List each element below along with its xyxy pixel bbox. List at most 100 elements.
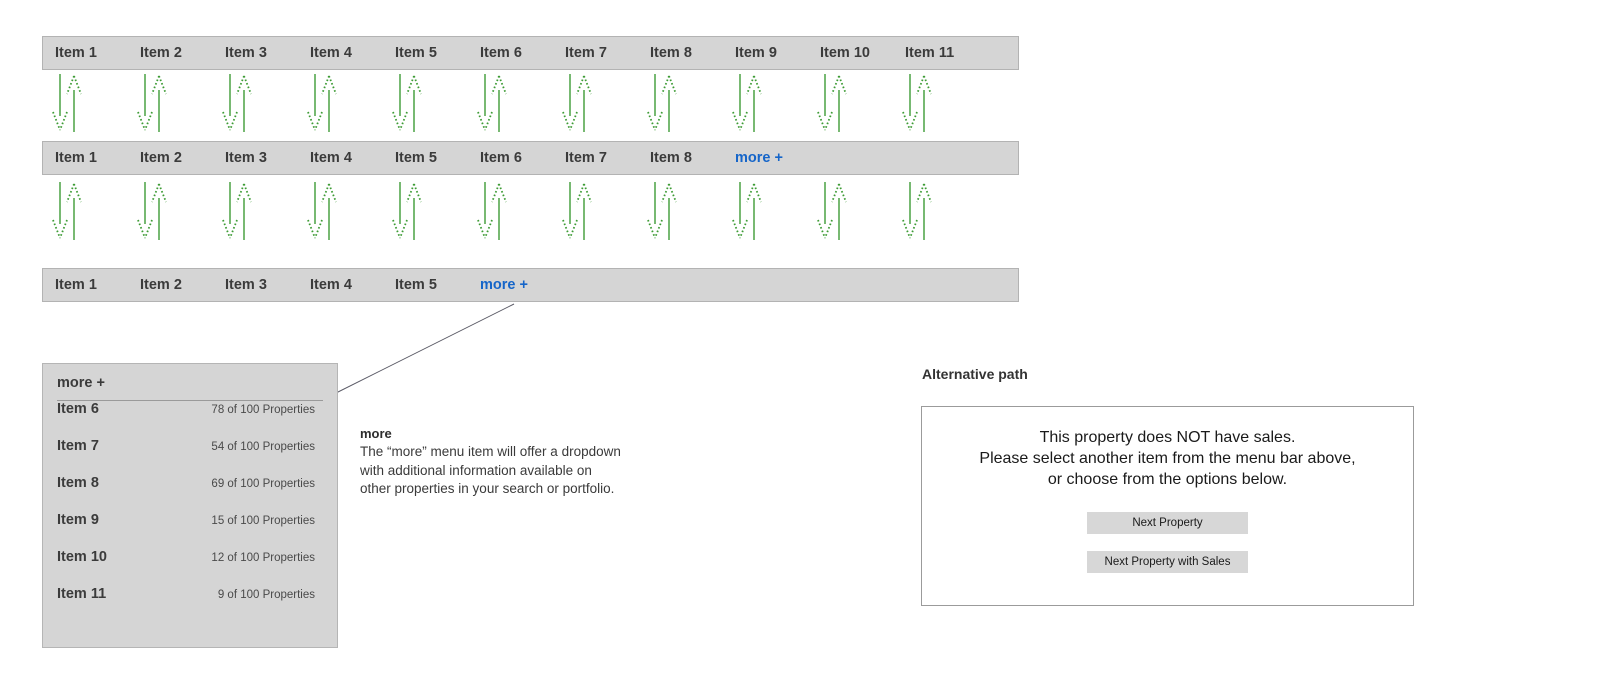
dropdown-item-row[interactable]: Item 10 12 of 100 Properties [43,549,337,586]
sort-icon-cell [552,72,637,138]
sort-icon-cell [382,72,467,138]
sort-icon-cell [637,72,722,138]
sort-icon-cell [127,72,212,138]
menu-item-item-3[interactable]: Item 3 [225,150,267,166]
menu-item-item-5[interactable]: Item 5 [395,150,437,166]
sort-ascending-descending-icon [52,74,82,132]
sort-ascending-descending-icon [137,182,167,240]
sort-icon-cell [892,72,977,138]
menu-item-item-4[interactable]: Item 4 [310,277,352,293]
sort-ascending-descending-icon [392,74,422,132]
sort-ascending-descending-icon [477,74,507,132]
sort-ascending-descending-icon [647,74,677,132]
menu-item-item-3[interactable]: Item 3 [225,277,267,293]
sort-icon-cell [637,180,722,258]
menu-item-item-9[interactable]: Item 9 [735,45,777,61]
sort-ascending-descending-icon [732,74,762,132]
dropdown-item-label: Item 6 [57,401,99,417]
menu-item-item-1[interactable]: Item 1 [55,45,97,61]
sort-icon-cell [212,72,297,138]
menu-item-item-6[interactable]: Item 6 [480,45,522,61]
sort-icon-cell [297,180,382,258]
sort-ascending-descending-icon [732,182,762,240]
dropdown-item-label: Item 7 [57,438,99,454]
menu-item-item-4[interactable]: Item 4 [310,45,352,61]
sort-icon-cell [722,72,807,138]
dropdown-item-count: 15 of 100 Properties [211,515,315,527]
menu-item-item-2[interactable]: Item 2 [140,277,182,293]
dropdown-item-row[interactable]: Item 7 54 of 100 Properties [43,438,337,475]
sort-icon-cell [127,180,212,258]
sort-ascending-descending-icon [392,182,422,240]
dropdown-item-count: 12 of 100 Properties [211,552,315,564]
menu-item-item-11[interactable]: Item 11 [905,45,955,61]
next-property-with-sales-button[interactable]: Next Property with Sales [1087,551,1248,573]
dropdown-item-label: Item 9 [57,512,99,528]
sort-icon-cell [807,180,892,258]
menu-item-more[interactable]: more + [480,277,528,293]
dropdown-divider [57,400,323,401]
menu-item-item-3[interactable]: Item 3 [225,45,267,61]
sort-icon-cell [552,180,637,258]
sort-ascending-descending-icon [647,182,677,240]
sort-ascending-descending-icon [52,182,82,240]
sort-icon-cell [297,72,382,138]
annotation-title: more [360,426,392,441]
dropdown-item-count: 9 of 100 Properties [217,589,315,601]
menu-item-item-8[interactable]: Item 8 [650,45,692,61]
dropdown-item-count: 54 of 100 Properties [211,441,315,453]
sort-icon-cell [892,180,977,258]
alternative-path-message-line: or choose from the options below. [1047,471,1288,488]
menu-item-item-1[interactable]: Item 1 [55,150,97,166]
menu-item-item-8[interactable]: Item 8 [650,150,692,166]
menu-item-more[interactable]: more + [735,150,783,166]
sort-icon-cell [382,180,467,258]
menu-item-item-7[interactable]: Item 7 [565,45,607,61]
alternative-path-title: Alternative path [922,366,1028,382]
menu-item-item-4[interactable]: Item 4 [310,150,352,166]
menu-item-item-2[interactable]: Item 2 [140,150,182,166]
menu-item-item-1[interactable]: Item 1 [55,277,97,293]
sort-icon-cell [212,180,297,258]
menu-item-item-5[interactable]: Item 5 [395,277,437,293]
sort-icon-cell [42,180,127,258]
sort-ascending-descending-icon [307,182,337,240]
menu-item-item-7[interactable]: Item 7 [565,150,607,166]
sort-ascending-descending-icon [817,182,847,240]
sort-ascending-descending-icon [562,74,592,132]
menu-item-item-5[interactable]: Item 5 [395,45,437,61]
menu-item-item-10[interactable]: Item 10 [820,45,870,61]
callout-connector-line [329,303,515,397]
sort-ascending-descending-icon [222,182,252,240]
dropdown-item-count: 78 of 100 Properties [211,404,315,416]
alternative-path-message-line: Please select another item from the menu… [979,450,1356,467]
dropdown-item-label: Item 10 [57,549,107,565]
next-property-button[interactable]: Next Property [1087,512,1248,534]
sort-ascending-descending-icon [562,182,592,240]
sort-ascending-descending-icon [307,74,337,132]
dropdown-item-row[interactable]: Item 9 15 of 100 Properties [43,512,337,549]
sort-icon-cell [467,72,552,138]
alternative-path-message-line: This property does NOT have sales. [1039,429,1296,446]
alternative-path-panel: This property does NOT have sales. Please… [921,406,1414,606]
sort-icon-cell [807,72,892,138]
more-annotation: more The “more” menu item will offer a d… [360,426,625,499]
sort-ascending-descending-icon [477,182,507,240]
dropdown-item-count: 69 of 100 Properties [211,478,315,490]
sort-icon-cell [42,72,127,138]
menu-bar-with-more-5: Item 1 Item 2 Item 3 Item 4 Item 5 more + [42,268,1019,302]
sort-ascending-descending-icon [902,182,932,240]
menu-item-item-2[interactable]: Item 2 [140,45,182,61]
sort-icon-cell [722,180,807,258]
sort-ascending-descending-icon [902,74,932,132]
sort-ascending-descending-icon [222,74,252,132]
more-dropdown-title: more + [57,375,105,391]
dropdown-item-row[interactable]: Item 6 78 of 100 Properties [43,401,337,438]
sort-icon-cell [467,180,552,258]
menu-item-item-6[interactable]: Item 6 [480,150,522,166]
menu-bar-full: Item 1 Item 2 Item 3 Item 4 Item 5 Item 6 Item… [42,36,1019,70]
